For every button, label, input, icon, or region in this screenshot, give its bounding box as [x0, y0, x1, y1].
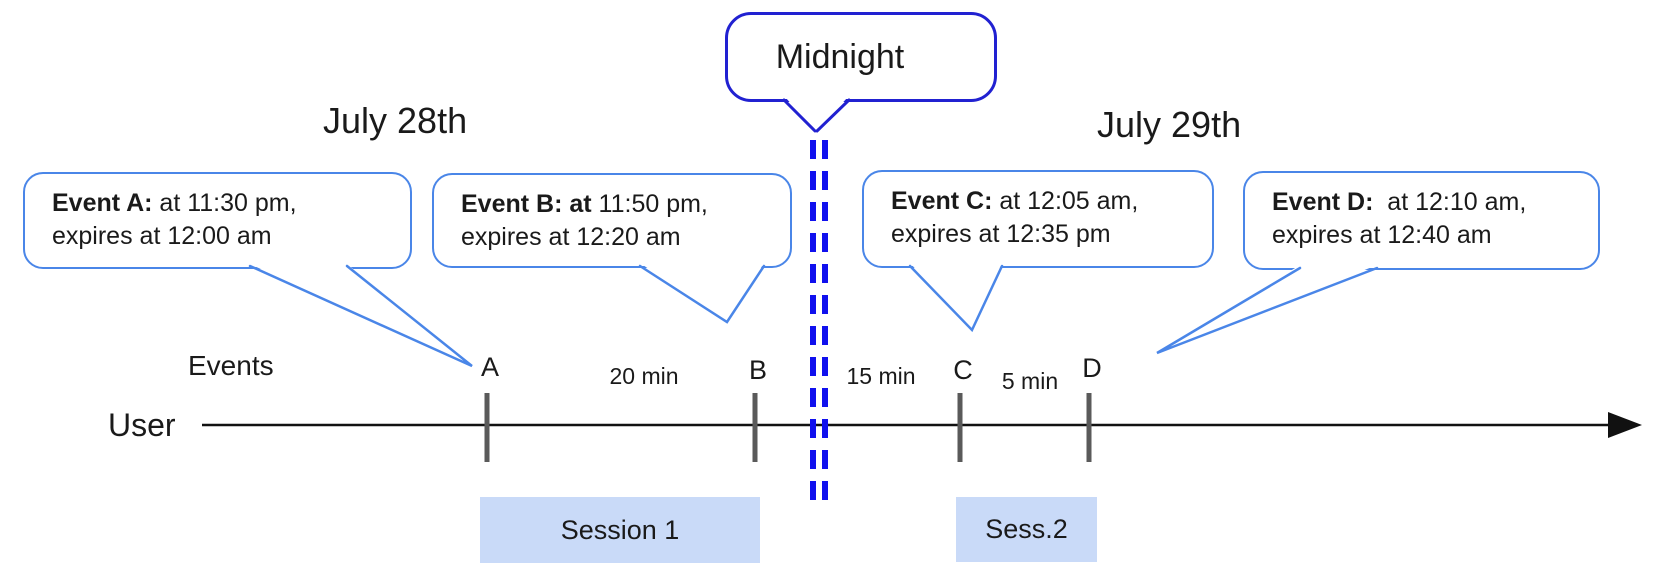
tick-label-a: A — [480, 352, 500, 382]
event-a-callout-tail — [248, 264, 473, 368]
event-d-line2: expires at 12:40 am — [1272, 221, 1492, 249]
event-b-line2: expires at 12:20 am — [461, 223, 681, 251]
date-label-july-28: July 28th — [323, 100, 468, 141]
session-1-box: Session 1 — [480, 497, 760, 563]
gap-label-5min: 5 min — [1001, 368, 1059, 394]
event-a-callout: Event A: at 11:30 pm, expires at 12:00 a… — [23, 172, 412, 269]
event-d-line1: Event D: at 12:10 am, — [1272, 188, 1527, 216]
gap-label-15min: 15 min — [846, 363, 916, 389]
midnight-callout-label: Midnight — [775, 37, 905, 76]
event-c-line1: Event C: at 12:05 am, — [891, 187, 1139, 215]
session-2-box: Sess.2 — [956, 497, 1097, 562]
event-a-line2: expires at 12:00 am — [52, 222, 272, 250]
gap-label-20min: 20 min — [609, 363, 679, 389]
session-1-label: Session 1 — [560, 514, 680, 545]
event-a-line1: Event A: at 11:30 pm, — [52, 189, 297, 217]
events-axis-label: Events — [188, 350, 274, 381]
event-c-line2: expires at 12:35 pm — [891, 220, 1111, 248]
tick-label-b: B — [748, 355, 768, 385]
event-b-line1: Event B: at 11:50 pm, — [461, 190, 708, 218]
tick-label-d: D — [1082, 353, 1102, 383]
midnight-callout-tail — [782, 97, 851, 133]
session-2-label: Sess.2 — [985, 514, 1068, 544]
event-b-callout-tail — [638, 263, 766, 324]
event-d-callout: Event D: at 12:10 am, expires at 12:40 a… — [1243, 171, 1600, 270]
event-d-callout-tail — [1156, 265, 1379, 355]
date-label-july-29: July 29th — [1097, 104, 1242, 145]
user-axis-label: User — [108, 407, 176, 443]
tick-label-c: C — [953, 355, 973, 385]
event-c-callout-tail — [908, 263, 1004, 333]
timeline-arrowhead-icon — [1608, 412, 1642, 438]
event-c-callout: Event C: at 12:05 am, expires at 12:35 p… — [862, 170, 1214, 268]
midnight-callout: Midnight — [725, 12, 997, 102]
event-b-callout: Event B: at 11:50 pm, expires at 12:20 a… — [432, 173, 792, 268]
